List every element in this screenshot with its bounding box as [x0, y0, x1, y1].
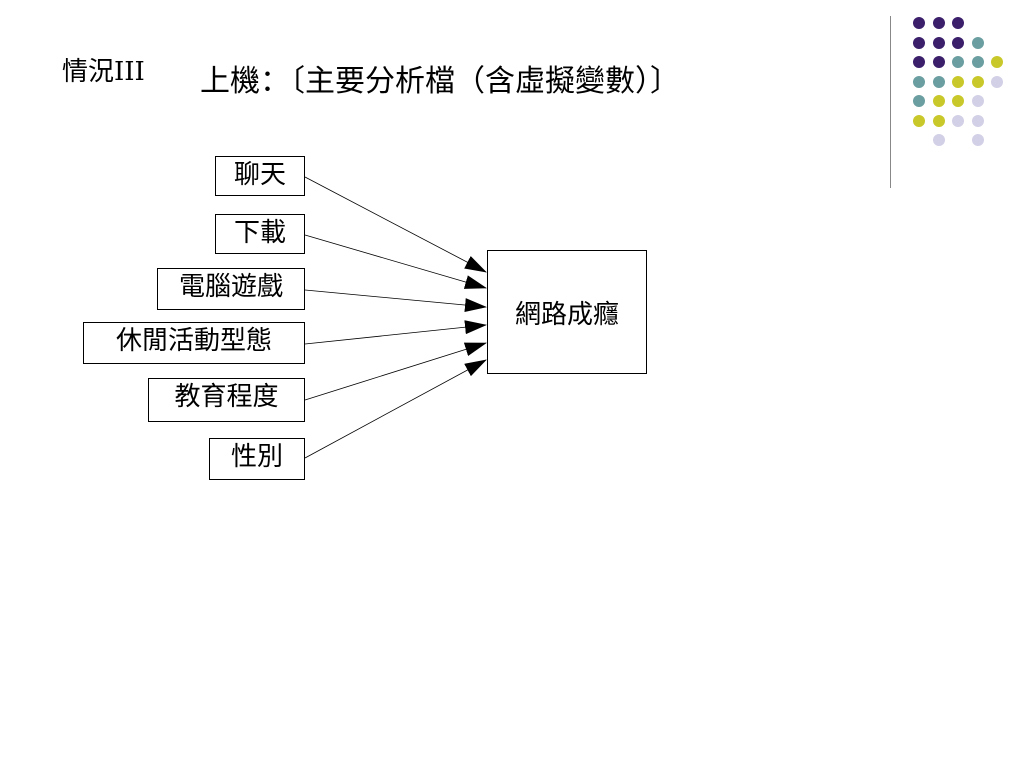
- decor-dot: [952, 114, 964, 127]
- decor-dot: [952, 17, 964, 29]
- decor-dot: [913, 56, 925, 68]
- decor-dot: [971, 36, 984, 49]
- decor-dot: [932, 17, 945, 29]
- decor-dot: [913, 17, 925, 29]
- decor-dot: [932, 56, 945, 68]
- decor-dot: [913, 36, 925, 49]
- decor-dot: [952, 95, 964, 107]
- arrow-input-3: [304, 289, 487, 313]
- arrow-input-4: [304, 320, 487, 345]
- input-box-download: 下載: [215, 214, 305, 254]
- decor-dot: [932, 114, 945, 127]
- slide-subtitle: 情況III: [62, 57, 145, 87]
- decor-dot: [952, 56, 964, 68]
- input-box-education-level: 教育程度: [148, 378, 305, 422]
- arrow-input-6: [304, 359, 487, 459]
- decor-dot: [932, 95, 945, 107]
- decor-dot: [932, 75, 945, 88]
- decor-dot: [971, 56, 984, 68]
- decor-dot: [952, 36, 964, 49]
- decor-dot: [991, 56, 1003, 68]
- decor-dot: [971, 95, 984, 107]
- target-box-internet-addiction: 網路成癮: [487, 250, 647, 374]
- input-box-leisure-activity-type: 休閒活動型態: [83, 322, 305, 364]
- input-box-chat: 聊天: [215, 156, 305, 196]
- target-label: 網路成癮: [514, 299, 619, 330]
- decor-divider-line: [890, 16, 891, 188]
- decor-dot: [932, 134, 945, 146]
- decor-dot: [971, 134, 984, 146]
- decor-dot: [971, 75, 984, 88]
- input-box-gender: 性別: [209, 438, 305, 480]
- decor-dot: [971, 114, 984, 127]
- decor-dot: [991, 75, 1003, 88]
- arrow-input-2: [304, 234, 487, 289]
- slide-title: 上機：〔主要分析檔（含虛擬變數）〕: [200, 64, 680, 99]
- input-box-computer-games: 電腦遊戲: [157, 268, 305, 310]
- decor-dot: [913, 95, 925, 107]
- decor-dot: [913, 114, 925, 127]
- arrow-input-1: [304, 176, 487, 273]
- arrow-input-5: [304, 342, 487, 401]
- decor-dot: [952, 75, 964, 88]
- decor-dot: [913, 75, 925, 88]
- decor-dot: [932, 36, 945, 49]
